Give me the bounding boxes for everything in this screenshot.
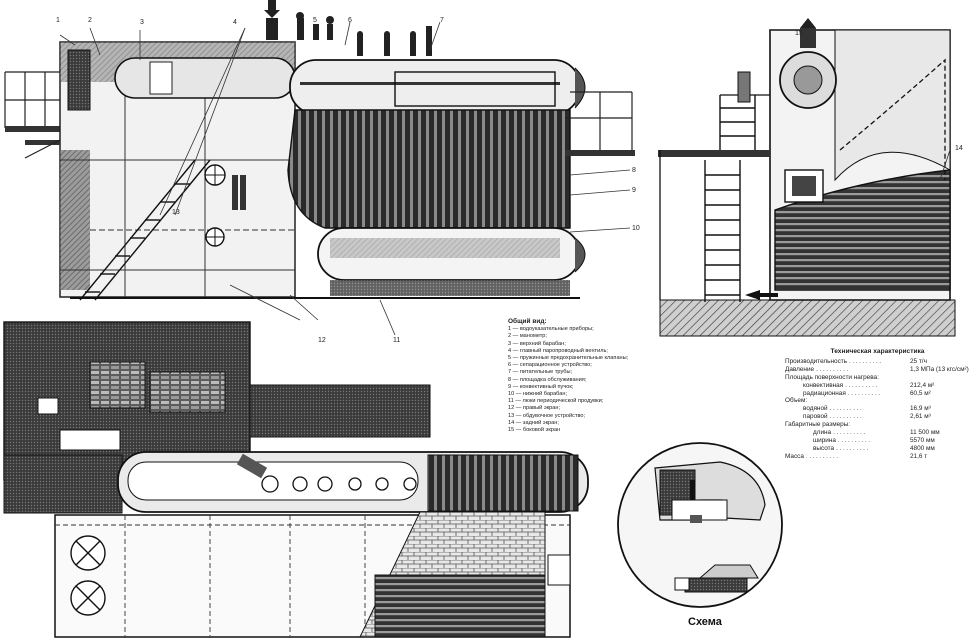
spec-row: водяной..........16,9 м³ [803, 405, 931, 413]
right-railing [565, 91, 633, 150]
callout-6: 6 [348, 17, 352, 24]
callout-12: 12 [318, 337, 326, 344]
legend-item: 13 — обдувочное устройство; [508, 412, 586, 419]
legend: Общий вид: 1 — водоуказательные приборы;… [508, 318, 658, 434]
legend-items: 1 — водоуказательные приборы; 2 — маноме… [508, 326, 658, 434]
section-view [658, 18, 956, 337]
legend-item: 15 — боковой экран [508, 427, 561, 434]
legend-item: 6 — сепарационное устройство; [508, 362, 592, 369]
legend-item: 3 — верхний барабан; [508, 340, 566, 347]
callout-5: 5 [313, 17, 317, 24]
legend-item: 7 — питательные трубы; [508, 369, 573, 376]
scheme-title: Схема [688, 616, 722, 628]
callout-7: 7 [440, 17, 444, 24]
legend-item: 10 — нижний барабан; [508, 391, 568, 398]
callout-2: 2 [88, 17, 92, 24]
callout-13: 13 [172, 209, 180, 216]
scheme-diagram [617, 442, 783, 608]
convective-bundle [287, 109, 571, 229]
spec-row: Объем: [785, 397, 808, 405]
upper-drum-front [114, 57, 296, 99]
spec-row: ширина..........5570 мм [813, 436, 935, 444]
ground [659, 299, 956, 337]
callout-1: 1 [56, 17, 60, 24]
callout-11: 11 [393, 337, 400, 344]
legend-item: 4 — главный паропроводный вентиль; [508, 347, 608, 354]
side-view [59, 0, 635, 336]
spec-row: Производительность..........25 т/ч [785, 357, 927, 365]
spec-row: паровой..........2,61 м³ [803, 413, 931, 421]
plan-view [3, 321, 589, 638]
legend-item: 14 — задний экран; [508, 419, 559, 426]
water-gauges [67, 49, 91, 111]
callout-8: 8 [632, 167, 636, 174]
specs-title: Техническая характеристика [830, 348, 925, 355]
callout-15: 15 [795, 30, 803, 37]
callout-9: 9 [632, 187, 636, 194]
spec-row: Площадь поверхности нагрева: [785, 373, 879, 381]
legend-item: 8 — площадка обслуживания; [508, 376, 587, 383]
legend-item: 1 — водоуказательные приборы; [508, 326, 594, 333]
callout-14: 14 [955, 145, 963, 152]
callout-3: 3 [140, 19, 144, 26]
callout-numbers: 1 2 3 4 5 6 7 8 9 10 11 12 13 14 15 [56, 17, 963, 344]
technical-specs: Техническая характеристика Производитель… [785, 348, 970, 461]
legend-title: Общий вид: [508, 318, 547, 325]
legend-item: 9 — конвективный пучок; [508, 383, 574, 390]
left-platform [5, 126, 65, 132]
spec-row: Масса..........21,6 т [785, 452, 928, 460]
top-valves [264, 0, 432, 56]
legend-item: 12 — правый экран; [508, 405, 561, 412]
section-staircase [704, 95, 756, 302]
spec-row: радиационная..........60,5 м² [803, 389, 931, 397]
spec-row: Габаритные размеры: [785, 421, 851, 429]
front-staircase [79, 159, 211, 301]
spec-row: Давление..........1,3 МПа (13 кгс/см²) [785, 365, 969, 373]
legend-item: 11 — люки периодической продувки; [508, 398, 604, 405]
front-view [4, 41, 580, 301]
plan-fans [70, 535, 106, 616]
left-railing [4, 71, 65, 129]
callout-4: 4 [233, 19, 237, 26]
spec-row: длина..........11 500 мм [813, 429, 940, 437]
spec-row: высота..........4800 мм [813, 444, 935, 452]
spec-row: конвективная..........212,4 м² [803, 381, 935, 389]
callout-10: 10 [632, 225, 640, 232]
legend-item: 5 — пружинные предохранительные клапаны; [508, 355, 629, 362]
legend-item: 2 — манометр; [508, 333, 547, 340]
